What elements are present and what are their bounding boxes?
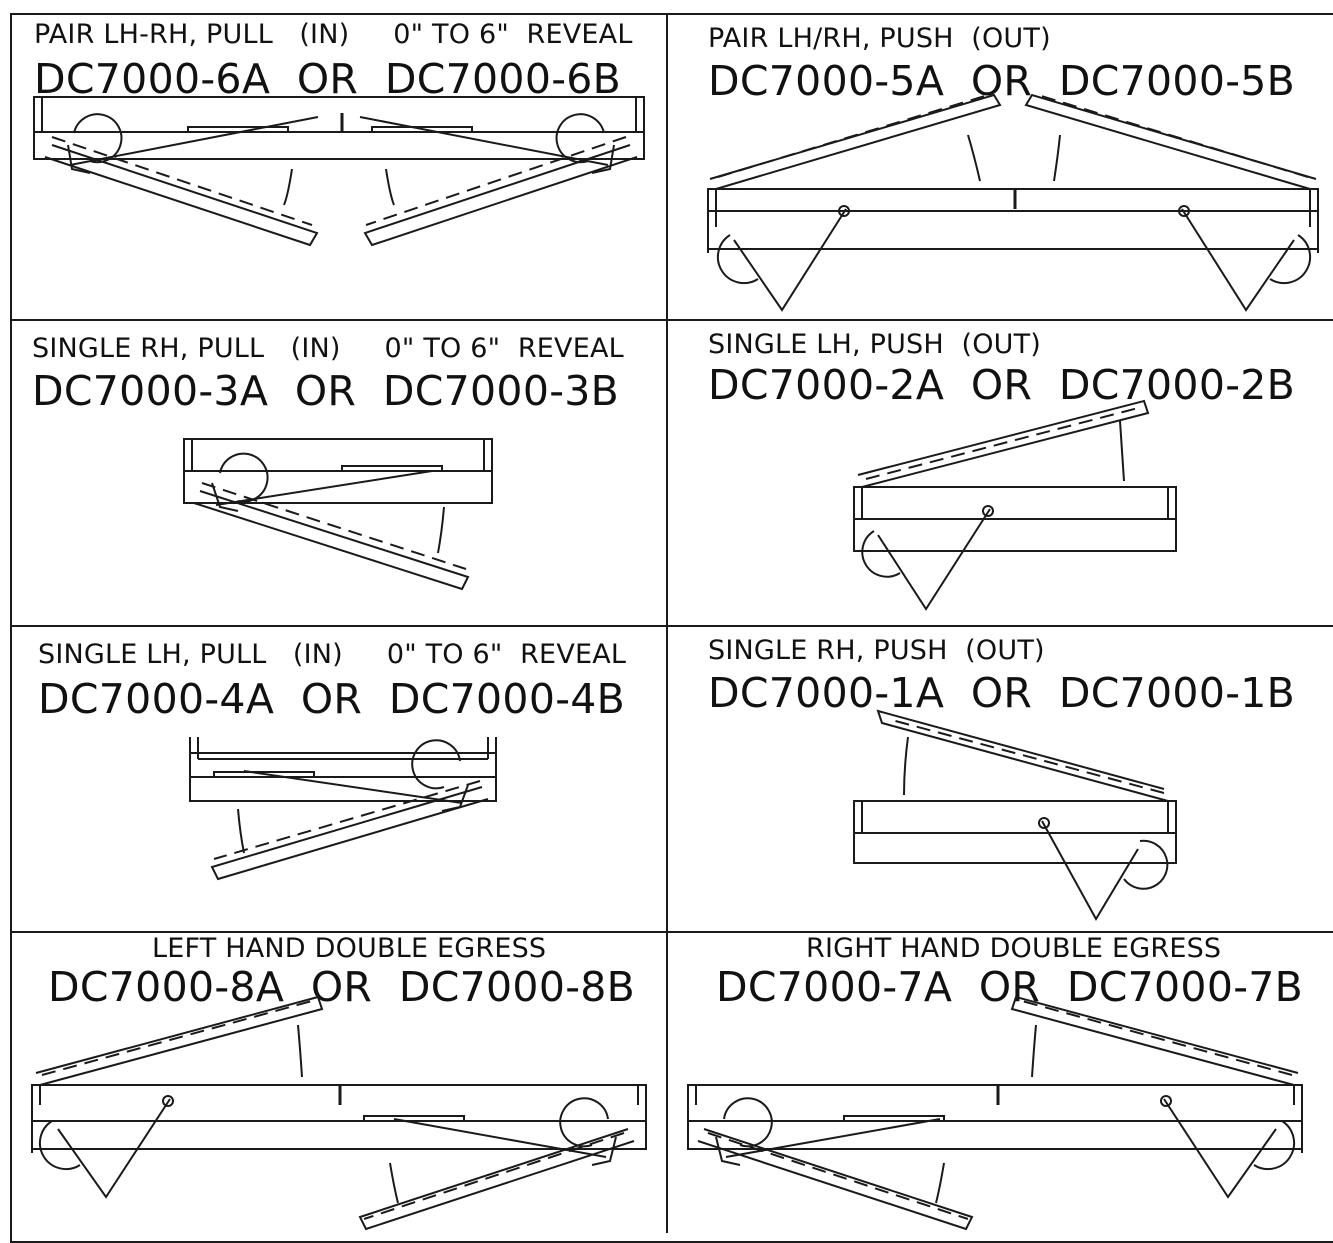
row-divider-2	[10, 625, 1333, 627]
panel-rh-double-egress: RIGHT HAND DOUBLE EGRESS DC7000-7A OR DC…	[668, 933, 1333, 1231]
panel-single-lh-push: SINGLE LH, PUSH (OUT) DC7000-2A OR DC700…	[668, 321, 1333, 625]
center-divider	[666, 13, 668, 1233]
door-diagram	[12, 933, 666, 1231]
panel-note: SINGLE RH, PULL (IN) 0" TO 6" REVEAL	[32, 333, 624, 364]
panel-model-number: DC7000-4A OR DC7000-4B	[38, 675, 626, 723]
panel-note: PAIR LH-RH, PULL (IN) 0" TO 6" REVEAL	[34, 19, 633, 50]
row-divider-1	[10, 319, 1333, 321]
panel-note: SINGLE LH, PULL (IN) 0" TO 6" REVEAL	[38, 639, 627, 670]
panel-pair-pull: PAIR LH-RH, PULL (IN) 0" TO 6" REVEAL DC…	[12, 15, 666, 319]
panel-single-lh-pull: SINGLE LH, PULL (IN) 0" TO 6" REVEAL DC7…	[12, 627, 666, 931]
panel-single-rh-push: SINGLE RH, PUSH (OUT) DC7000-1A OR DC700…	[668, 627, 1333, 931]
panel-model-number: DC7000-2A OR DC7000-2B	[708, 361, 1296, 409]
panel-model-number: DC7000-6A OR DC7000-6B	[34, 55, 622, 103]
door-diagram	[12, 627, 666, 931]
door-diagram	[668, 933, 1333, 1231]
panel-pair-push: PAIR LH/RH, PUSH (OUT) DC7000-5A OR DC70…	[668, 15, 1333, 319]
panel-model-number: DC7000-3A OR DC7000-3B	[32, 367, 620, 415]
panel-model-number: DC7000-5A OR DC7000-5B	[708, 57, 1296, 105]
door-diagram	[668, 15, 1333, 319]
panel-note: RIGHT HAND DOUBLE EGRESS	[806, 933, 1222, 964]
panel-note: SINGLE RH, PUSH (OUT)	[708, 635, 1045, 666]
door-diagram	[12, 321, 666, 625]
panel-single-rh-pull: SINGLE RH, PULL (IN) 0" TO 6" REVEAL DC7…	[12, 321, 666, 625]
panel-model-number: DC7000-8A OR DC7000-8B	[48, 963, 636, 1011]
panel-note: LEFT HAND DOUBLE EGRESS	[152, 933, 547, 964]
panel-note: SINGLE LH, PUSH (OUT)	[708, 329, 1042, 360]
door-diagram	[668, 321, 1333, 625]
door-diagram	[12, 15, 666, 319]
panel-note: PAIR LH/RH, PUSH (OUT)	[708, 23, 1051, 54]
panel-lh-double-egress: LEFT HAND DOUBLE EGRESS DC7000-8A OR DC7…	[12, 933, 666, 1231]
door-diagram	[668, 627, 1333, 931]
panel-model-number: DC7000-1A OR DC7000-1B	[708, 669, 1296, 717]
row-divider-3	[10, 931, 1333, 933]
